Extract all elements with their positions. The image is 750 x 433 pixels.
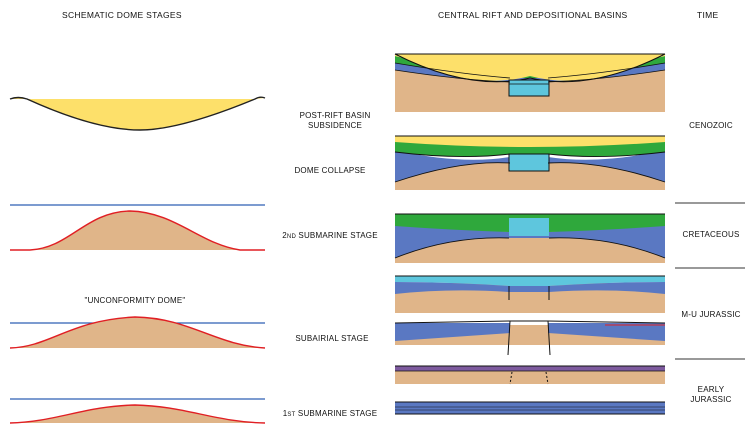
section-second-submarine (394, 213, 666, 263)
label-unconformity-dome: "UNCONFORMITY DOME" (84, 296, 186, 305)
time-cenozoic: CENOZOIC (689, 121, 733, 130)
section-first-submarine (395, 401, 665, 415)
label-second-submarine-stage: 2ND SUBMARINE STAGE (280, 231, 380, 242)
label-post-rift-line1: POST-RIFT BASIN (299, 111, 371, 120)
time-early-jurassic: EARLY JURASSIC (690, 385, 732, 404)
header-schematic-dome-stages: SCHEMATIC DOME STAGES (62, 10, 182, 20)
section-post-rift (394, 53, 666, 112)
label-post-rift-line2: SUBSIDENCE (307, 121, 362, 130)
section-thin-layers (395, 365, 665, 385)
post-rift-basin-lens (9, 96, 266, 131)
label-subairial-stage: SUBAIRIAL STAGE (295, 334, 369, 343)
unconformity-dome (9, 316, 266, 349)
label-first-prefix: 1 (282, 409, 288, 418)
label-second-prefix: 2 (282, 231, 287, 240)
label-post-rift-basin-subsidence: POST-RIFT BASIN SUBSIDENCE (280, 111, 390, 131)
time-dividers (675, 202, 745, 360)
time-m-u-jurassic: M-U JURASSIC (681, 310, 741, 319)
label-dome-collapse: DOME COLLAPSE (294, 166, 366, 175)
label-second-rest: SUBMARINE STAGE (296, 231, 378, 240)
first-submarine-dome (9, 398, 266, 424)
label-second-suffix: ND (286, 234, 296, 240)
label-first-submarine-stage: 1ST SUBMARINE STAGE (280, 409, 380, 420)
section-early-rift-basin (395, 275, 665, 313)
section-dome-collapse (394, 135, 666, 190)
section-subairial (394, 320, 666, 356)
header-time: TIME (697, 10, 719, 20)
time-cretaceous: CRETACEOUS (682, 230, 740, 239)
label-first-suffix: ST (287, 412, 296, 418)
header-central-rift: CENTRAL RIFT AND DEPOSITIONAL BASINS (438, 10, 628, 20)
label-first-rest: SUBMARINE STAGE (295, 409, 378, 418)
second-submarine-dome (10, 204, 265, 251)
